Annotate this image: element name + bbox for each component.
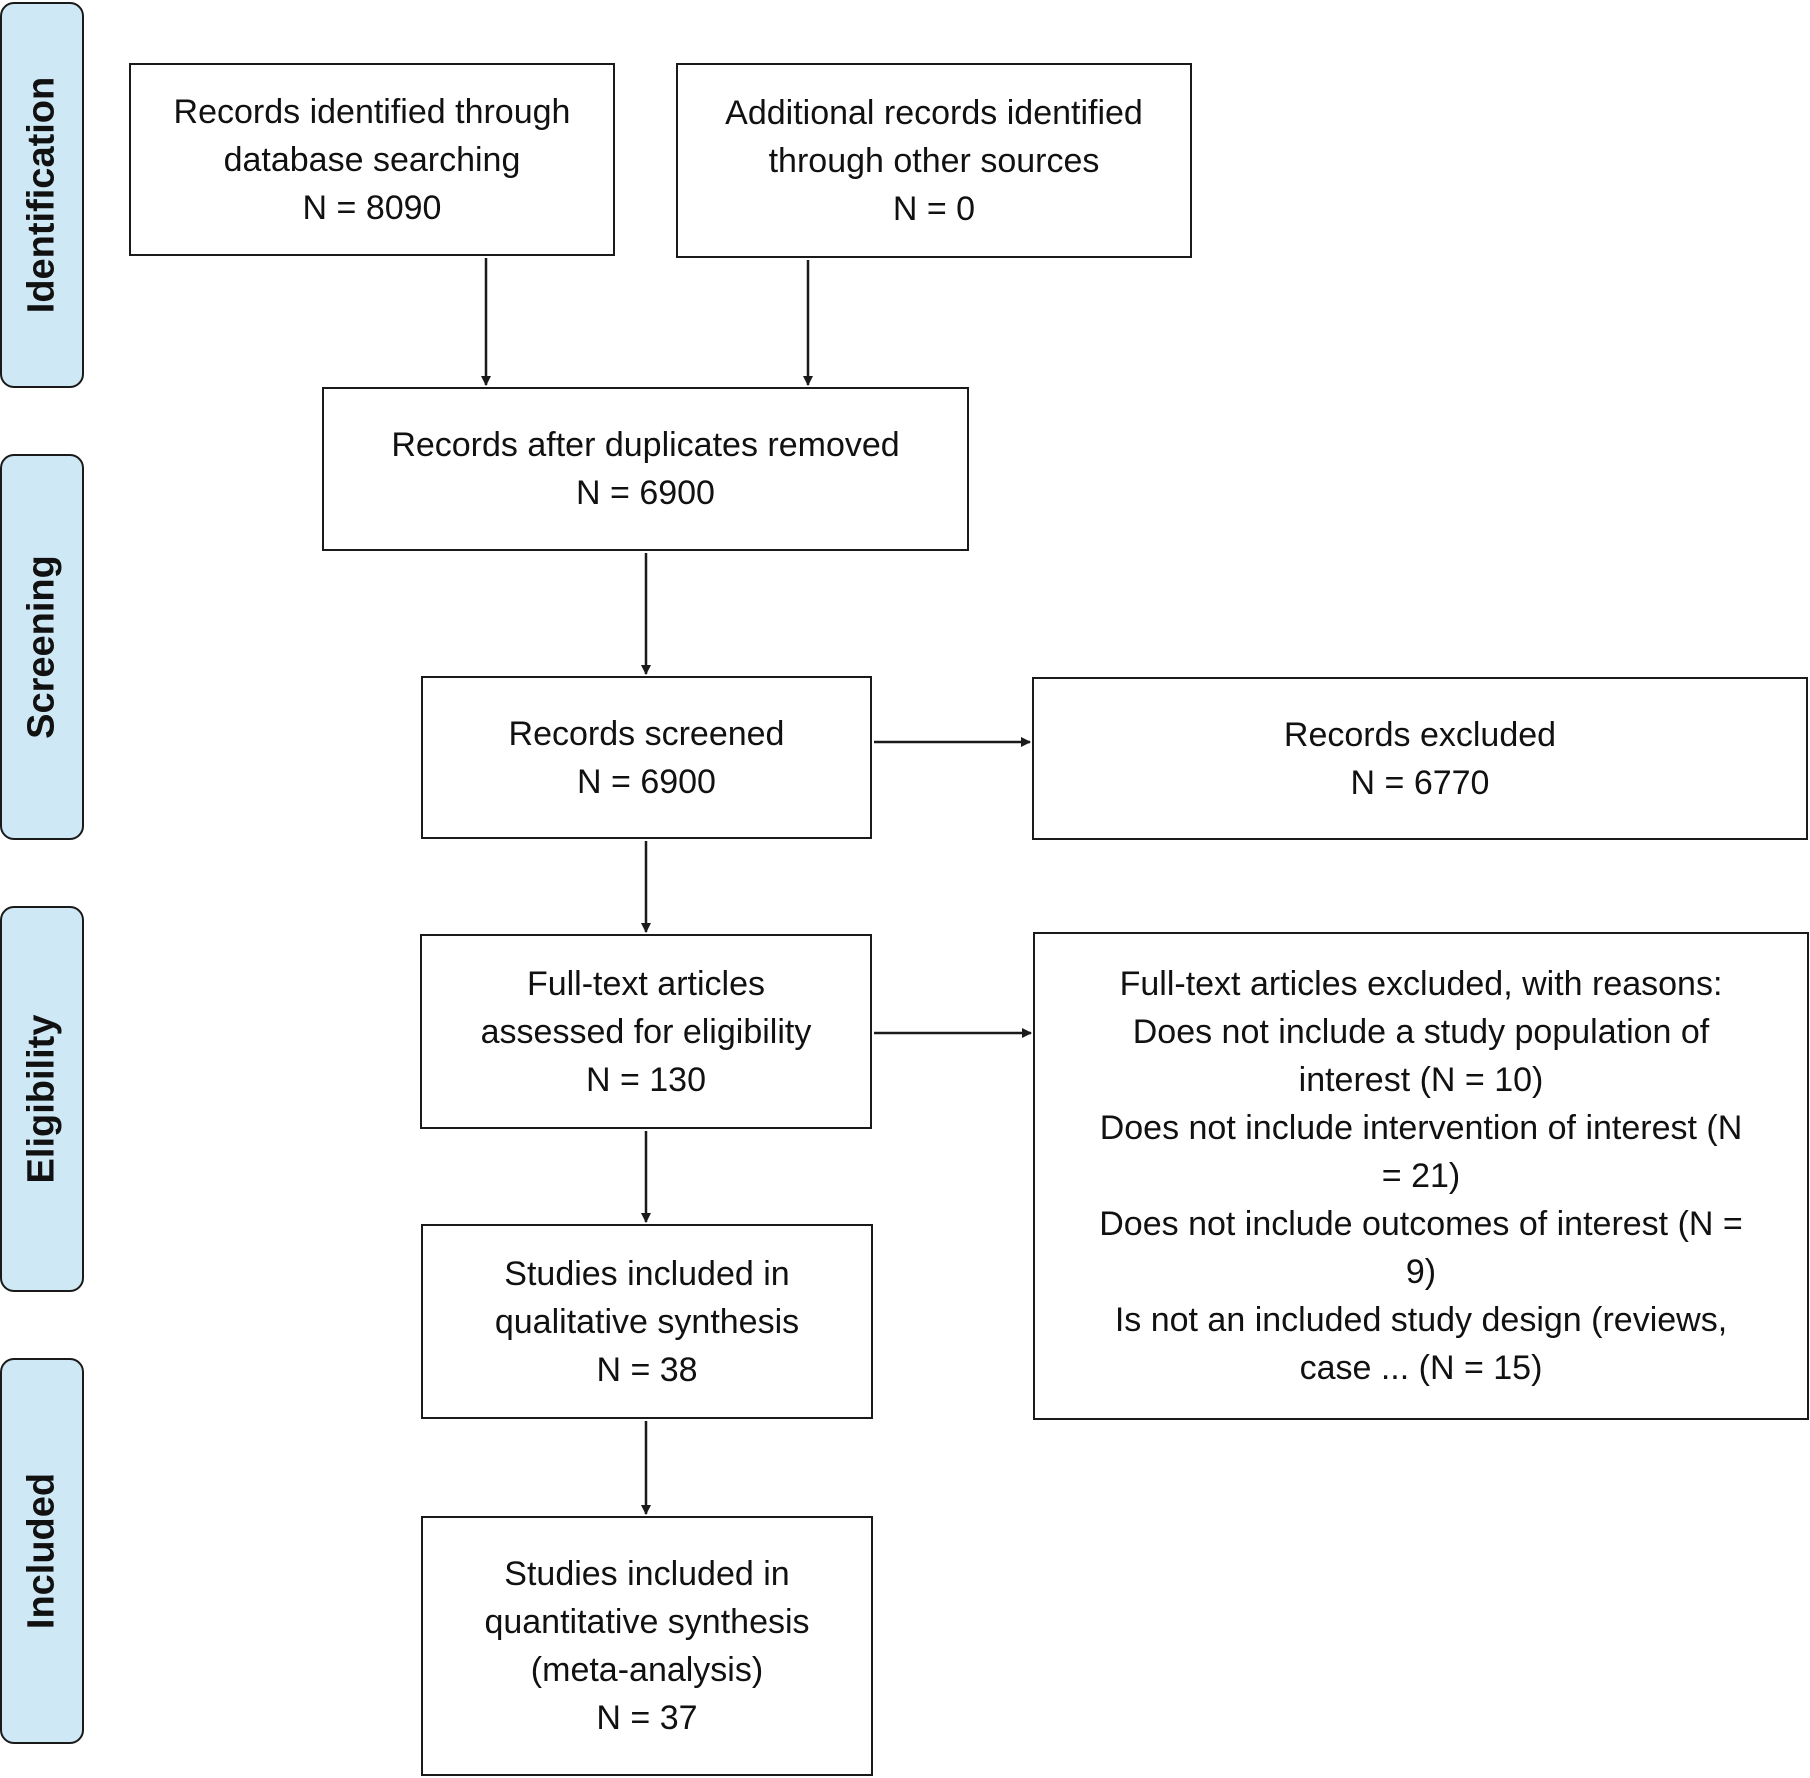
box-line: Does not include outcomes of interest (N… — [1099, 1205, 1743, 1243]
phase-screening: Screening — [0, 454, 84, 840]
box-line: assessed for eligibility — [480, 1012, 812, 1051]
box-other-sources: Additional records identified through ot… — [676, 63, 1192, 258]
box-line: Full-text articles excluded, with reason… — [1119, 965, 1723, 1003]
box-line: Records screened — [508, 714, 785, 753]
box-line: case ... (N = 15) — [1299, 1349, 1543, 1387]
box-line: = 21) — [1381, 1157, 1461, 1195]
box-line: 9) — [1405, 1253, 1437, 1291]
box-line: qualitative synthesis — [494, 1302, 800, 1341]
box-line: N = 6900 — [576, 474, 715, 512]
phase-eligibility-label: Eligibility — [20, 1014, 63, 1184]
box-line: database searching — [223, 140, 521, 179]
box-line: N = 6900 — [577, 762, 716, 801]
phase-included: Included — [0, 1358, 84, 1744]
box-line: interest (N = 10) — [1298, 1061, 1544, 1099]
box-line: Studies included in — [504, 1555, 790, 1593]
box-qualitative-synthesis: Studies included in qualitative synthesi… — [421, 1224, 873, 1419]
box-line: Does not include intervention of interes… — [1099, 1109, 1743, 1147]
phase-identification-label: Identification — [20, 76, 63, 314]
box-line: N = 37 — [596, 1699, 698, 1737]
box-line: through other sources — [768, 141, 1100, 180]
box-full-text-assessed: Full-text articles assessed for eligibil… — [420, 934, 872, 1129]
box-line: Is not an included study design (reviews… — [1114, 1301, 1728, 1339]
box-line: N = 38 — [596, 1350, 698, 1389]
box-line: N = 8090 — [302, 188, 442, 227]
box-line: (meta-analysis) — [530, 1651, 764, 1689]
phase-identification: Identification — [0, 2, 84, 388]
box-full-text-excluded: Full-text articles excluded, with reason… — [1033, 932, 1809, 1420]
box-line: Does not include a study population of — [1132, 1013, 1710, 1051]
box-line: quantitative synthesis — [484, 1603, 810, 1641]
box-line: Records identified through — [173, 92, 571, 131]
box-quantitative-synthesis: Studies included in quantitative synthes… — [421, 1516, 873, 1776]
box-line: Additional records identified — [725, 93, 1143, 132]
phase-included-label: Included — [20, 1472, 63, 1630]
box-line: Records after duplicates removed — [391, 426, 900, 464]
box-database-records: Records identified through database sear… — [129, 63, 615, 256]
phase-screening-label: Screening — [20, 555, 63, 739]
box-line: N = 130 — [585, 1060, 706, 1099]
box-line: Full-text articles — [526, 964, 766, 1003]
phase-eligibility: Eligibility — [0, 906, 84, 1292]
box-line: N = 6770 — [1350, 763, 1490, 802]
box-records-excluded: Records excluded N = 6770 — [1032, 677, 1808, 840]
box-line: N = 0 — [892, 189, 976, 228]
box-line: Records excluded — [1283, 715, 1557, 754]
box-line: Studies included in — [504, 1254, 790, 1293]
box-records-screened: Records screened N = 6900 — [421, 676, 872, 839]
box-duplicates-removed: Records after duplicates removed N = 690… — [322, 387, 969, 551]
